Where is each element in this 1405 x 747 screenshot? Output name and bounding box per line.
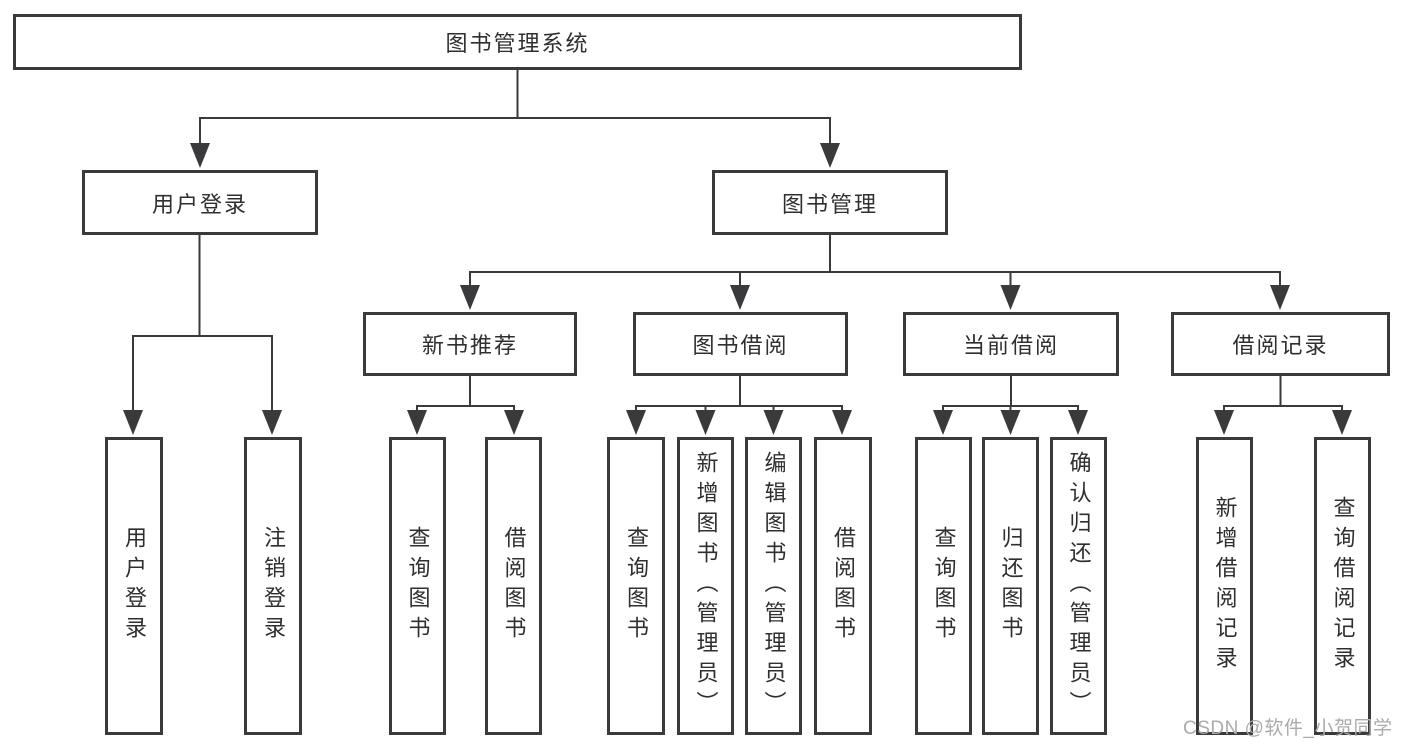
node-book-borrowing: 图书借阅 (633, 312, 848, 376)
leaf-user-login: 用户登录 (105, 437, 163, 735)
leaf-current-confirm-return-admin: 确认归还（管理员） (1050, 437, 1107, 735)
leaf-logout-login: 注销登录 (244, 437, 302, 735)
node-user-login: 用户登录 (82, 170, 318, 235)
arrowhead-icons (123, 143, 1352, 435)
leaf-records-query-record: 查询借阅记录 (1314, 437, 1371, 735)
node-borrowing-records: 借阅记录 (1171, 312, 1390, 376)
leaf-borrowing-borrow-books: 借阅图书 (814, 437, 872, 735)
node-library-management-system: 图书管理系统 (13, 14, 1022, 70)
csdn-watermark: CSDN @软件_小贺同学 (1183, 718, 1393, 739)
leaf-newbooks-query-books: 查询图书 (389, 437, 446, 735)
leaf-newbooks-borrow-books: 借阅图书 (485, 437, 542, 735)
leaf-current-query-books: 查询图书 (915, 437, 972, 735)
leaf-borrowing-query-books: 查询图书 (607, 437, 665, 735)
leaf-borrowing-edit-books-admin: 编辑图书（管理员） (745, 437, 802, 735)
leaf-records-add-record: 新增借阅记录 (1196, 437, 1253, 735)
leaf-borrowing-add-books-admin: 新增图书（管理员） (677, 437, 734, 735)
leaf-current-return-books: 归还图书 (982, 437, 1039, 735)
node-book-management: 图书管理 (712, 170, 948, 235)
node-current-borrowing: 当前借阅 (903, 312, 1119, 376)
tree-edges (132, 70, 1343, 413)
node-new-book-recommend: 新书推荐 (363, 312, 577, 376)
